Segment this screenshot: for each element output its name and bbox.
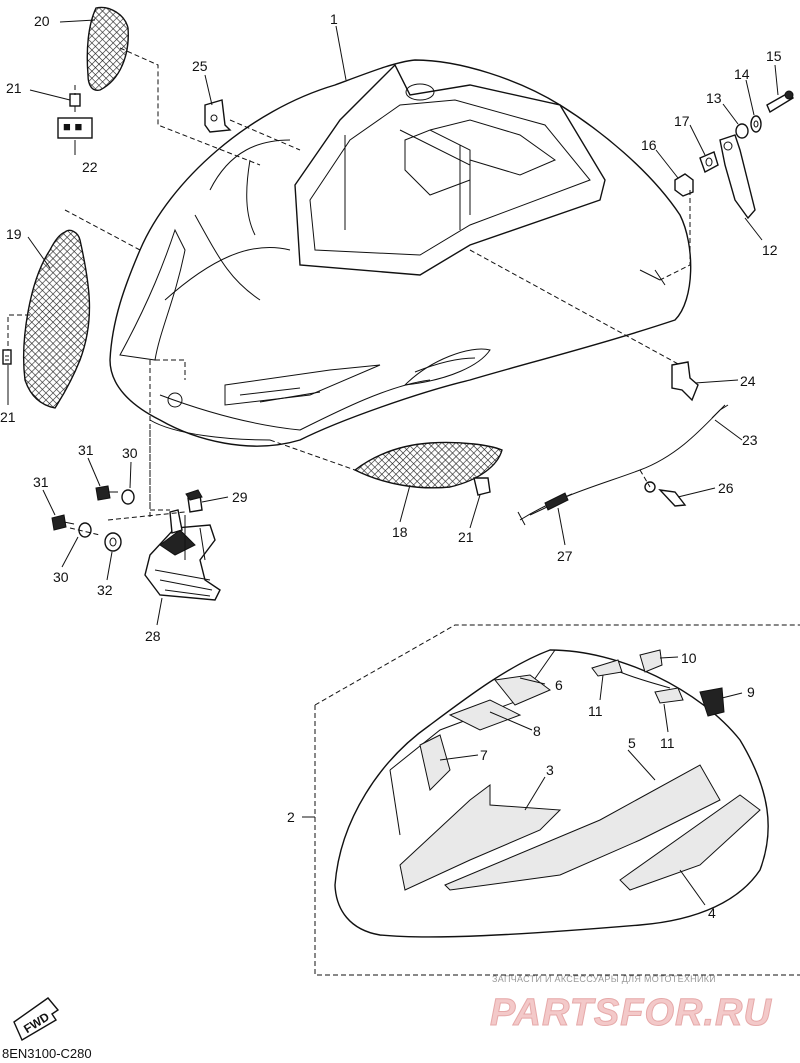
lower-cowl-assembly-box: [314, 624, 800, 976]
callout-8: 8: [533, 723, 541, 739]
callout-21c: 21: [458, 529, 474, 545]
callout-11a: 11: [588, 703, 603, 719]
watermark-brand: PARTSFOR.RU: [490, 992, 772, 1034]
bolt-29: [185, 489, 203, 513]
callout-15: 15: [766, 48, 782, 64]
callout-31a: 31: [78, 442, 94, 458]
emblem-11b: [654, 687, 684, 704]
emblem-10: [639, 649, 663, 673]
watermark: ЗАПЧАСТИ И АКСЕССУАРЫ ДЛЯ МОТОТЕХНИКИ PA…: [490, 974, 772, 1035]
callout-19: 19: [6, 226, 22, 242]
callout-32: 32: [97, 582, 113, 598]
callout-28: 28: [145, 628, 161, 644]
callout-labels: 1 2 3 4 5 6 7 8 9 10 11 11 12 13 14 15 1…: [0, 11, 782, 921]
callout-31b: 31: [33, 474, 49, 490]
grommet-32: [104, 532, 122, 552]
mesh-panel-20: [86, 6, 129, 92]
bracket-25: [204, 99, 232, 133]
callout-24: 24: [740, 373, 756, 389]
callout-16: 16: [641, 137, 657, 153]
callout-18: 18: [392, 524, 408, 540]
damper-17: [699, 151, 719, 174]
callout-23: 23: [742, 432, 758, 448]
bracket-24: [671, 361, 699, 402]
bolt-31-lower: [51, 514, 75, 531]
bolt-15: [766, 90, 794, 114]
callout-2: 2: [287, 809, 295, 825]
forward-direction-badge: FWD: [13, 997, 60, 1042]
stripe-decal-4: [619, 794, 761, 891]
collar-13: [735, 123, 749, 139]
collar-30-upper: [121, 489, 135, 505]
callout-12: 12: [762, 242, 778, 258]
nut-16: [674, 173, 694, 197]
stripe-decal-3: [399, 784, 562, 891]
clip-21-left: [2, 349, 12, 365]
stripe-decal-6: [494, 674, 551, 706]
callout-25: 25: [192, 58, 208, 74]
callout-11b: 11: [660, 735, 675, 751]
emblem-11a: [591, 659, 623, 677]
washer-14: [750, 115, 762, 133]
svg-text:■ ■: ■ ■: [63, 119, 82, 134]
emblem-9: [699, 687, 725, 717]
mesh-panel-18: [353, 441, 503, 489]
callout-30a: 30: [122, 445, 138, 461]
callout-21b: 21: [0, 409, 16, 425]
stripe-decal-8: [448, 699, 522, 731]
collar-30-lower: [78, 522, 92, 538]
callout-29: 29: [232, 489, 248, 505]
callout-3: 3: [546, 762, 554, 778]
cable-23-27: [517, 404, 729, 526]
callout-22: 22: [82, 159, 98, 175]
stripe-decal-7: [419, 734, 451, 791]
callout-6: 6: [555, 677, 563, 693]
assembly-guide-lines: [7, 47, 691, 536]
mount-assembly-28: [144, 509, 221, 601]
callout-26: 26: [718, 480, 734, 496]
clip-21-bottom: [473, 477, 491, 496]
front-cowl-body: [109, 59, 692, 520]
callout-14: 14: [734, 66, 750, 82]
connector-26: [644, 481, 687, 507]
watermark-caption: ЗАПЧАСТИ И АКСЕССУАРЫ ДЛЯ МОТОТЕХНИКИ: [492, 974, 716, 984]
callout-20: 20: [34, 13, 50, 29]
callout-27: 27: [557, 548, 573, 564]
callout-21a: 21: [6, 80, 22, 96]
callout-13: 13: [706, 90, 722, 106]
callout-9: 9: [747, 684, 755, 700]
callout-7: 7: [480, 747, 488, 763]
bolt-31-upper: [95, 485, 118, 501]
stay-bracket-12: [719, 134, 756, 220]
clip-21-top: [69, 93, 81, 112]
callout-5: 5: [628, 735, 636, 751]
mesh-panel-19: [23, 229, 91, 409]
callout-4: 4: [708, 905, 716, 921]
callout-10: 10: [681, 650, 697, 666]
leader-lines: [7, 19, 779, 906]
label-plate-22: ■ ■: [57, 117, 93, 139]
callout-30b: 30: [53, 569, 69, 585]
callout-1: 1: [330, 11, 338, 27]
drawing-code: 8EN3100-C280: [2, 1046, 92, 1061]
stripe-decal-5: [444, 764, 721, 891]
callout-17: 17: [674, 113, 690, 129]
